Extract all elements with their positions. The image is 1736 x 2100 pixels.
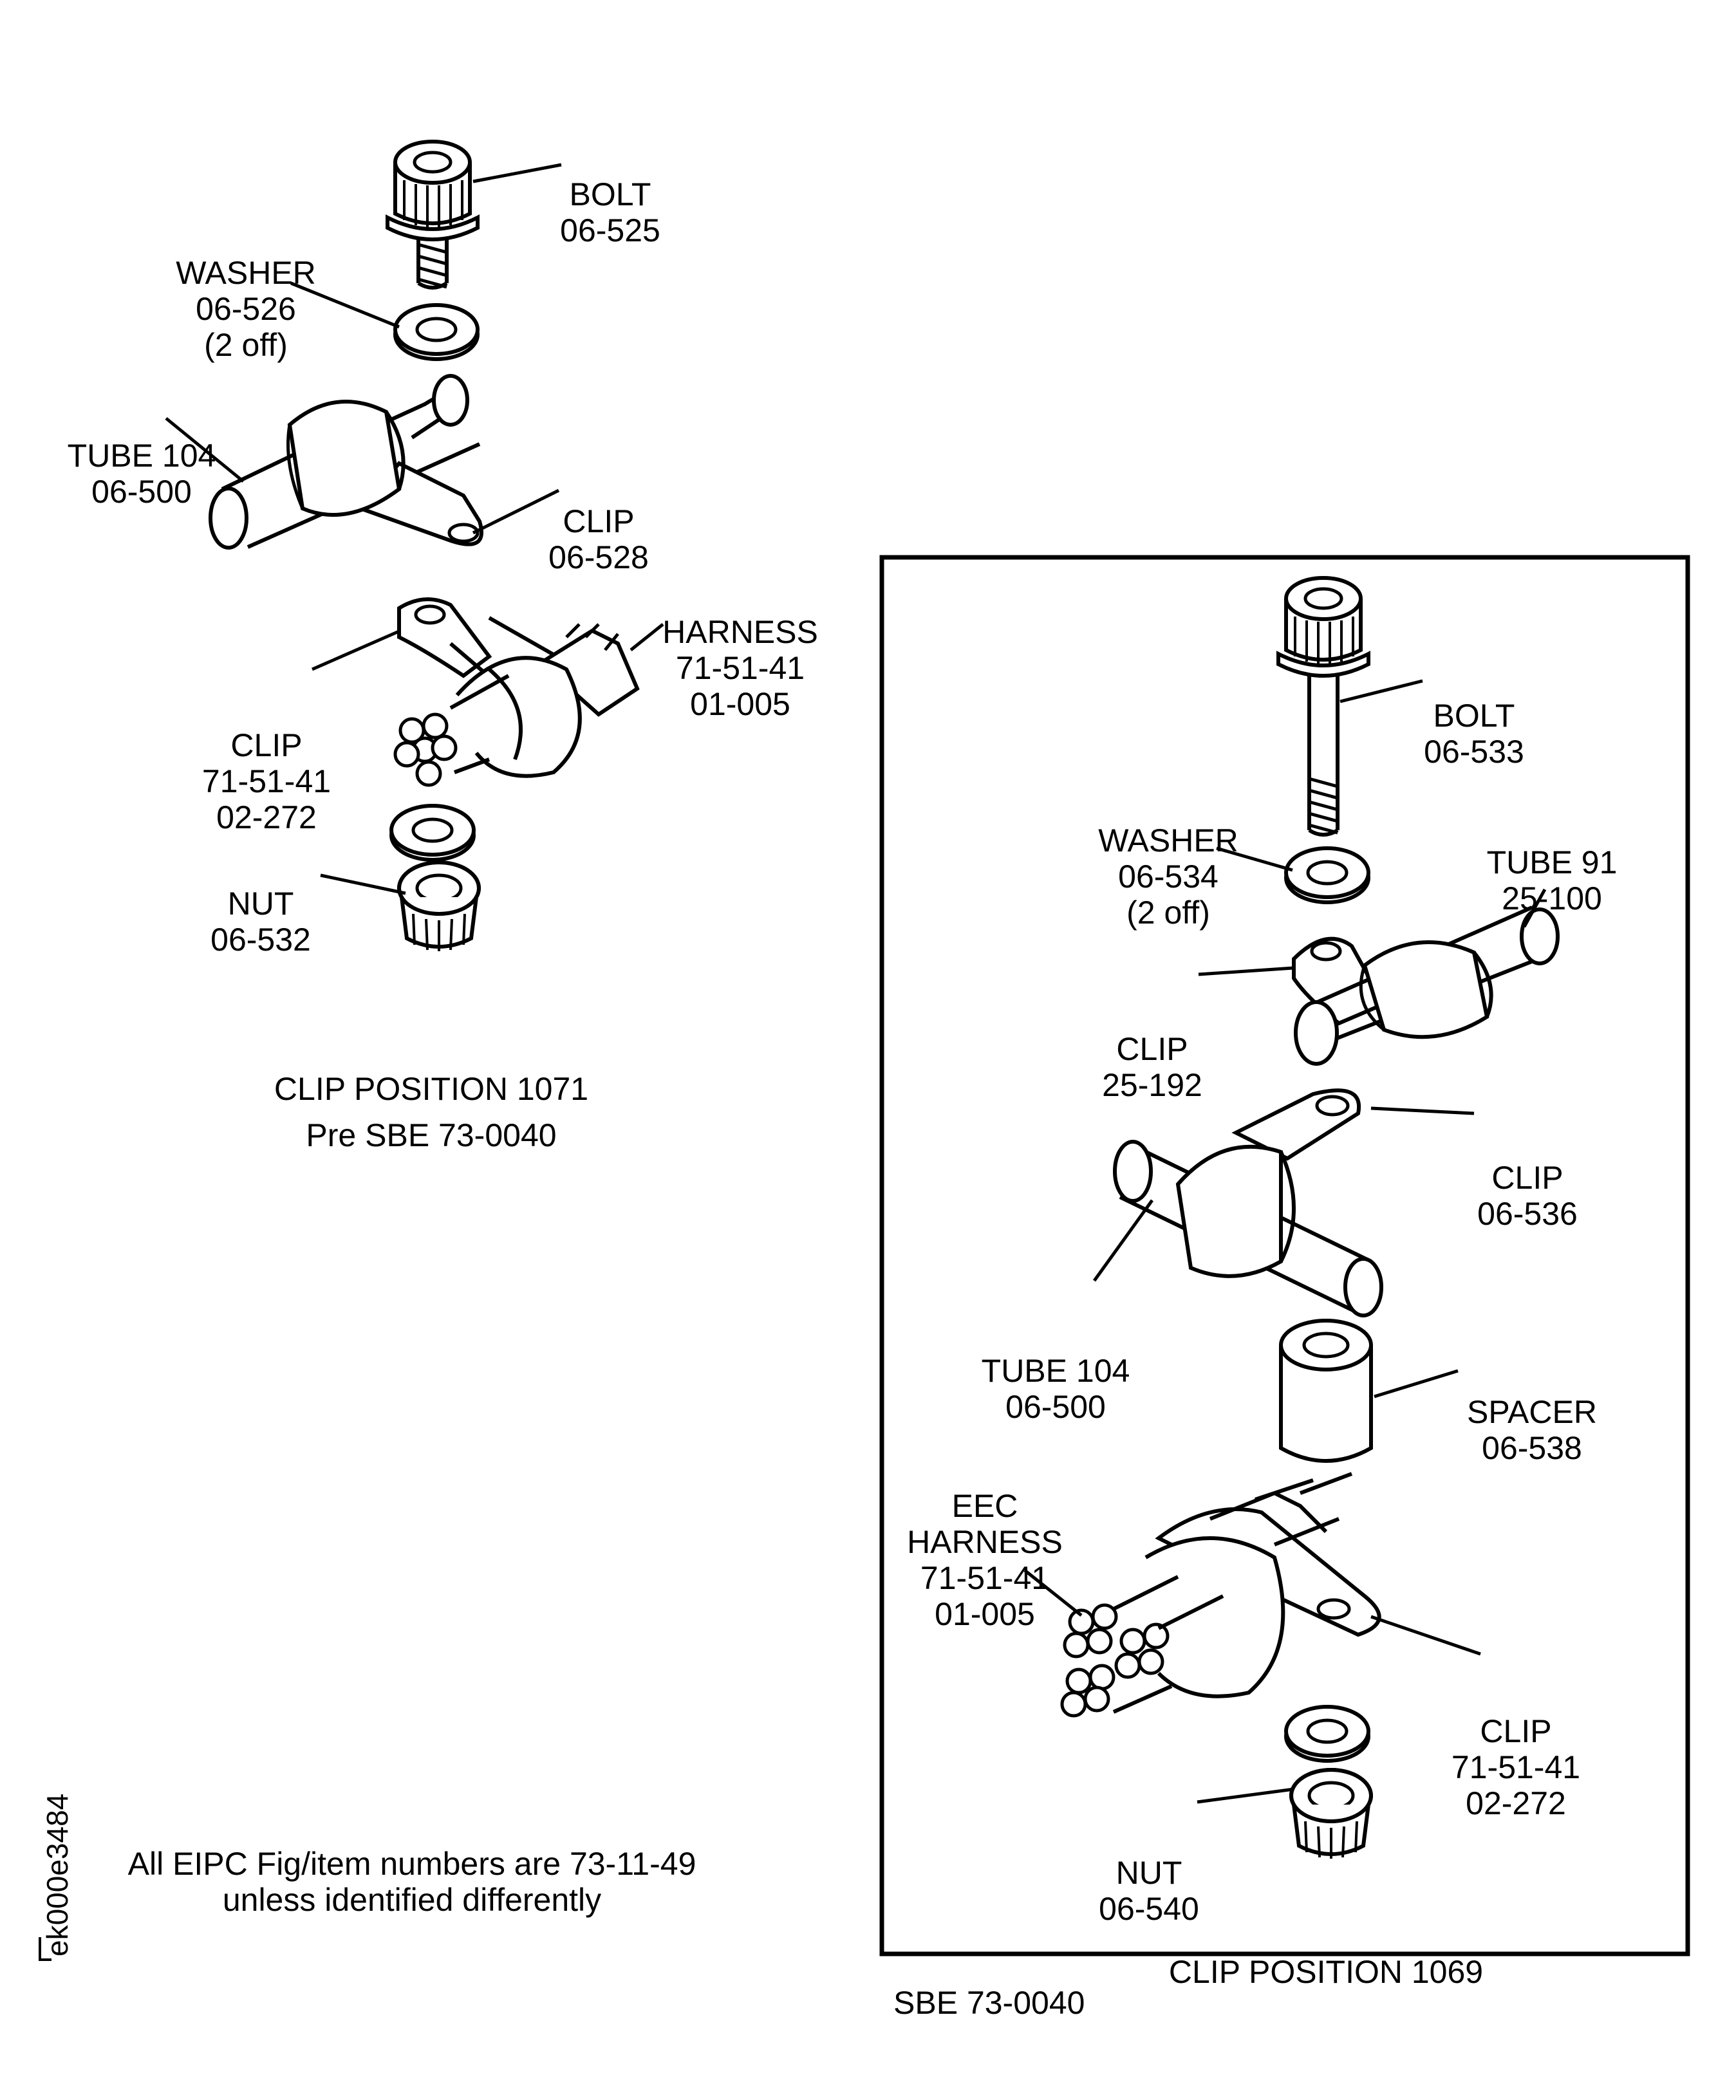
right-bolt [1278, 578, 1368, 837]
right-spacer [1279, 1319, 1373, 1463]
caption-clip-position-1069: CLIP POSITION 1069 [1168, 1954, 1484, 1990]
sbe-tag: SBE 73-0040 [893, 1985, 1085, 2021]
right-washer [1286, 848, 1368, 902]
right-nut [1291, 1770, 1371, 1859]
right-tube104-with-clip [1113, 1088, 1383, 1317]
left-bolt [387, 142, 478, 290]
right-nut-washer [1286, 1707, 1368, 1761]
right-tube91-with-clip [1292, 906, 1560, 1066]
figure-id: ek000e3484 [41, 1793, 74, 1956]
right-leader-lines [1023, 679, 1547, 1804]
left-nut [399, 862, 479, 951]
figure-id-corner-mark [39, 1937, 51, 1961]
left-tube-with-clip [209, 374, 502, 560]
right-harness-with-clip [1060, 1472, 1381, 1718]
left-nut-washer [391, 806, 474, 860]
left-harness-with-clip [393, 597, 640, 787]
left-leader-lines [165, 163, 664, 895]
sbe-frame [879, 555, 1690, 1956]
left-washer [395, 305, 478, 359]
